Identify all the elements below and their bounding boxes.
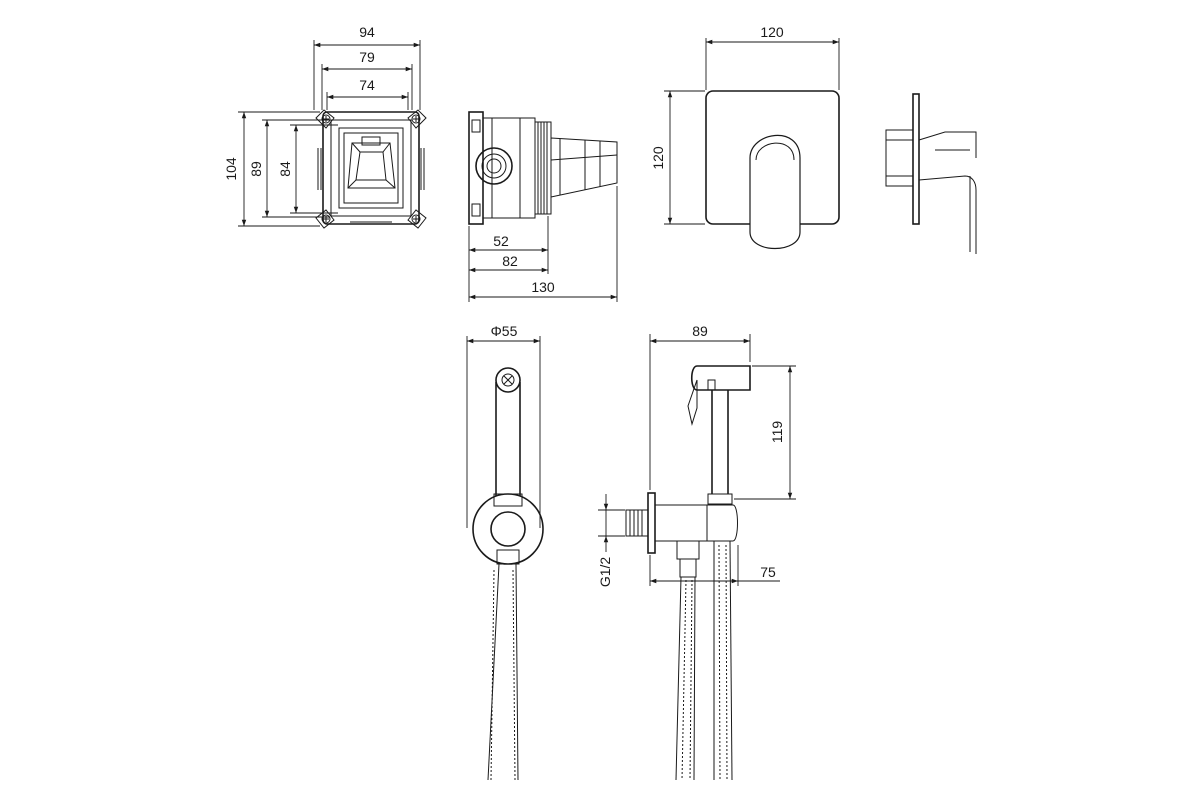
mounting-box-front-view: [315, 109, 427, 229]
side-depth-dimensions: 52 82 130: [468, 186, 618, 302]
cover-plate-side-view: [885, 93, 977, 254]
cover-plate-front-view: [705, 90, 840, 250]
dim-130: 130: [531, 279, 555, 295]
box-width-dimensions: 94 79 74: [313, 24, 421, 110]
mounting-box-side-view: [468, 111, 618, 225]
plate-dimensions: 120 120: [650, 24, 840, 225]
dim-52: 52: [493, 233, 509, 249]
dim-g12: G1/2: [597, 557, 613, 588]
dim-plate-width-120: 120: [760, 24, 784, 40]
hygienic-shower-front-view: [472, 367, 544, 781]
sprayer-dimensions: 89 119 75 G1/2: [597, 323, 796, 587]
dim-75: 75: [760, 564, 776, 580]
box-height-dimensions: 104 89 84: [223, 111, 338, 227]
dim-phi-55: Φ55: [491, 323, 518, 339]
dim-79: 79: [359, 49, 375, 65]
dim-119: 119: [769, 421, 785, 444]
dim-plate-height-120: 120: [650, 146, 666, 170]
hygienic-shower-side-view: [625, 365, 751, 781]
dim-89: 89: [248, 161, 264, 177]
dim-104: 104: [223, 157, 239, 181]
dim-82: 82: [502, 253, 518, 269]
dim-89-sprayer: 89: [692, 323, 708, 339]
handle-diameter-dimension: Φ55: [466, 323, 541, 528]
dim-74: 74: [359, 77, 375, 93]
dim-84: 84: [277, 161, 293, 177]
dim-94: 94: [359, 24, 375, 40]
